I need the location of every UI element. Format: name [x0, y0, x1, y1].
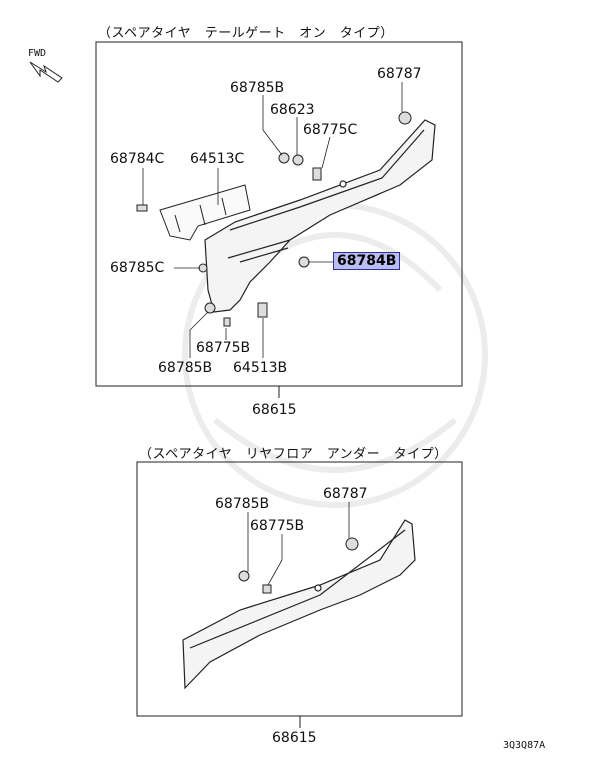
- callout-68787[interactable]: 68787: [377, 66, 422, 82]
- callout-68623[interactable]: 68623: [270, 102, 315, 118]
- top-fasteners: [136, 111, 412, 327]
- bottom-garnish-part: [182, 519, 416, 690]
- callout-68785b-lower[interactable]: 68785B: [158, 360, 213, 376]
- fwd-label: FWD: [28, 48, 47, 59]
- top-leader-lines: [142, 82, 403, 358]
- bottom-leader-lines: [247, 502, 350, 586]
- top-garnish-part: [204, 119, 436, 313]
- callout-68775b[interactable]: 68775B: [196, 340, 251, 356]
- bottom-diagram-title: （スペアタイヤ リヤフロア アンダー タイプ）: [139, 447, 448, 462]
- callout-68784c[interactable]: 68784C: [110, 151, 165, 167]
- bottom-assembly-part-number[interactable]: 68615: [272, 730, 317, 746]
- callout-68784b-highlighted[interactable]: 68784B: [333, 252, 401, 270]
- top-bracket-part: [159, 184, 251, 241]
- callout-68775b-bottom[interactable]: 68775B: [250, 518, 305, 534]
- diagram-code: 3Q3Q87A: [503, 740, 546, 751]
- callout-64513c[interactable]: 64513C: [190, 151, 245, 167]
- bottom-fasteners: [238, 537, 359, 594]
- callout-68787-bottom[interactable]: 68787: [323, 486, 368, 502]
- callout-68785b[interactable]: 68785B: [230, 80, 285, 96]
- callout-68775c[interactable]: 68775C: [303, 122, 358, 138]
- callout-64513b[interactable]: 64513B: [233, 360, 288, 376]
- fwd-arrow-icon: [29, 61, 63, 83]
- callout-68785c[interactable]: 68785C: [110, 260, 165, 276]
- top-assembly-part-number[interactable]: 68615: [252, 402, 297, 418]
- top-diagram-title: （スペアタイヤ テールゲート オン タイプ）: [98, 26, 394, 41]
- callout-68785b-bottom[interactable]: 68785B: [215, 496, 270, 512]
